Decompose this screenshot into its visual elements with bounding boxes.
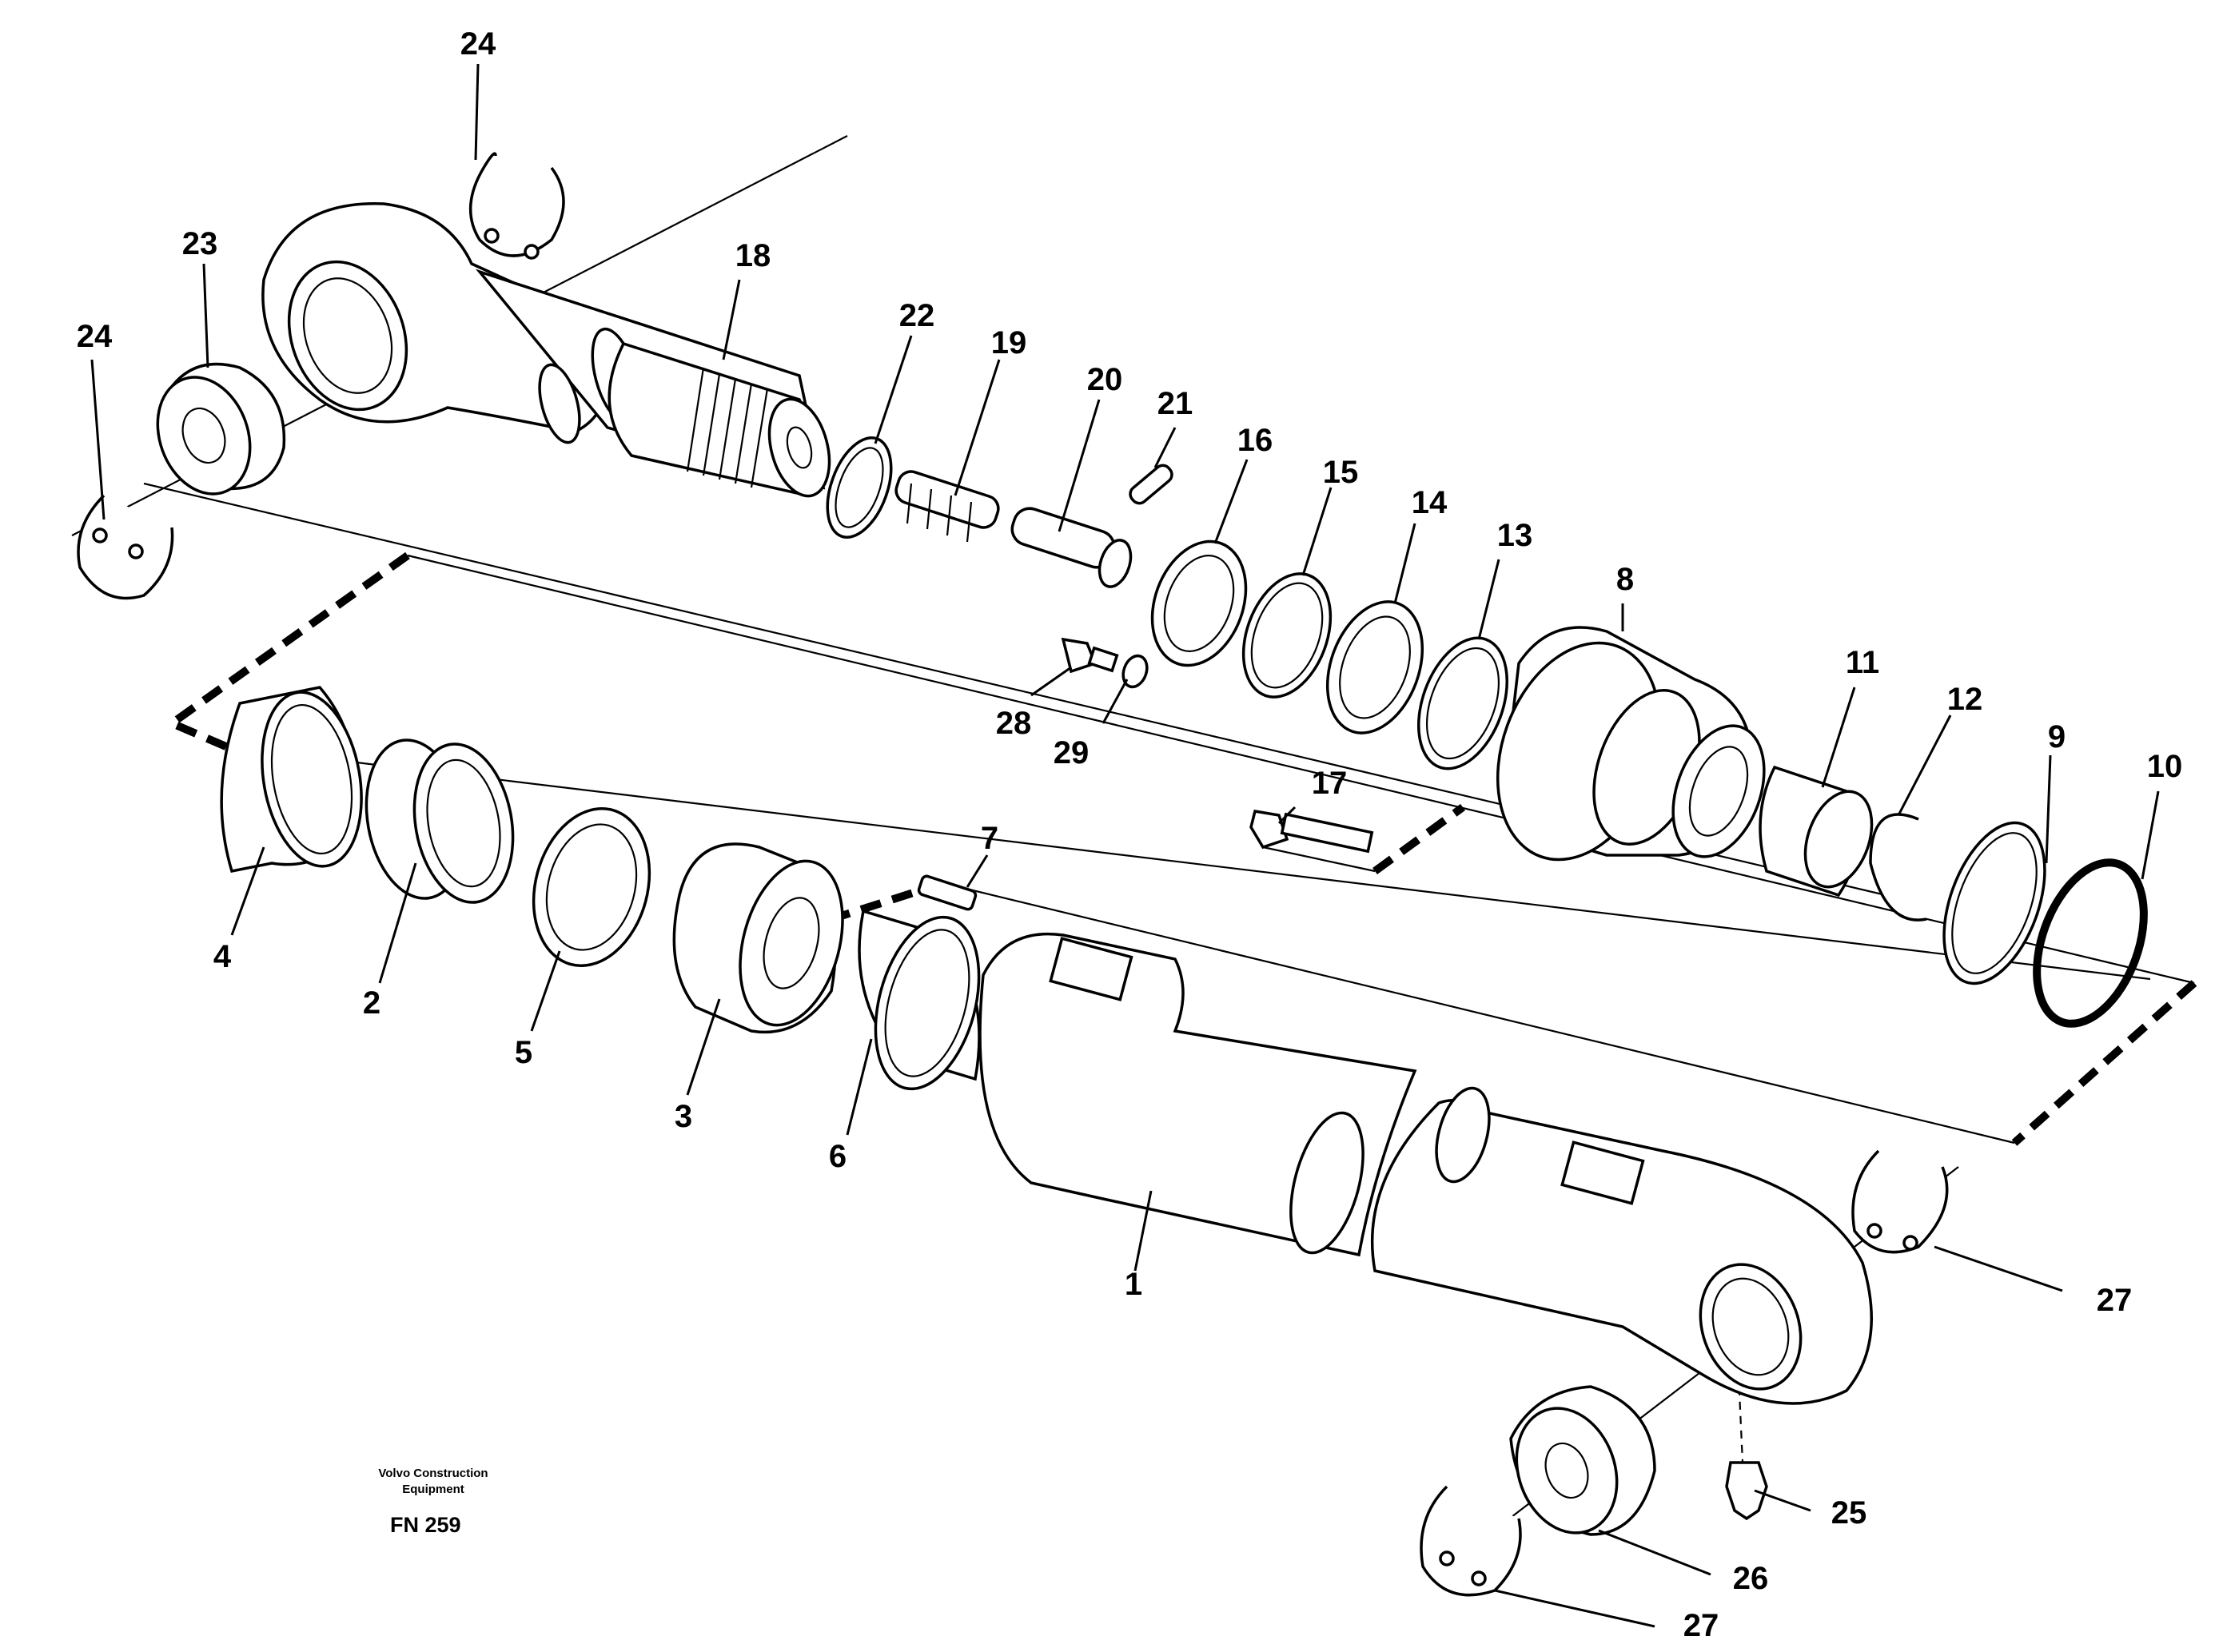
spring-stack-19 [894,470,1000,543]
callout-28: 28 [996,706,1032,741]
callout-27-right: 27 [2097,1283,2133,1318]
callout-8: 8 [1616,562,1634,597]
set-screw-7 [917,874,978,911]
circlip-lower-b [1420,1485,1522,1597]
wear-ring-4 [220,686,363,874]
callout-16: 16 [1237,423,1273,458]
grease-nipple-25 [1725,1461,1768,1521]
leader-lines [90,63,2160,1628]
callout-17: 17 [1312,766,1348,801]
callout-7: 7 [981,821,998,856]
callout-6: 6 [829,1139,847,1174]
piston-rod-thread-section [608,341,831,498]
wear-ring-9 [1942,821,2046,985]
callout-4: 4 [213,939,232,974]
spherical-bearing-upper [156,362,286,496]
callout-26: 26 [1733,1561,1769,1596]
publisher-line-2: Equipment [402,1483,464,1496]
callout-10: 10 [2147,749,2183,784]
callout-23: 23 [182,226,218,261]
callout-5: 5 [515,1035,532,1070]
bushing-11 [1759,765,1874,898]
spherical-bearing-lower [1509,1385,1656,1536]
callout-21: 21 [1157,386,1193,421]
callout-1: 1 [1125,1267,1142,1302]
piston-nut-3 [672,842,844,1034]
cylinder-head-8 [1496,626,1766,862]
callout-15: 15 [1323,455,1359,490]
washer-29 [1121,654,1149,689]
circlip-upper-b [77,494,174,600]
seal-ring-15 [1241,572,1333,699]
callout-13: 13 [1497,518,1533,553]
figure-code: FN 259 [390,1513,461,1537]
callout-19: 19 [991,325,1027,360]
callout-12: 12 [1947,682,1983,717]
callout-3: 3 [675,1099,692,1134]
roll-pin-21 [1129,464,1173,505]
callout-14: 14 [1412,485,1448,520]
snap-ring-12 [1869,813,1927,922]
callout-20: 20 [1087,362,1123,397]
callout-24-left: 24 [77,319,113,354]
circlip-lower-a [1851,1149,1949,1254]
bolt-17 [1249,810,1374,854]
callout-numbers: 1 2 3 4 5 6 7 8 9 10 11 12 13 14 15 16 1… [77,26,2183,1643]
o-ring-22 [826,436,893,539]
callout-18: 18 [735,238,771,273]
seal-ring-16 [1150,539,1248,667]
callout-22: 22 [899,298,935,333]
piston-2 [365,738,515,904]
seal-5 [532,806,651,968]
seal-10 [2033,858,2148,1028]
circlip-upper-a [468,152,565,260]
seal-ring-14 [1325,600,1424,734]
valve-pin-20 [1010,507,1133,588]
bolt-28 [1061,637,1119,674]
callout-27-bottom: 27 [1683,1608,1719,1643]
publisher-line-1: Volvo Construction [378,1467,488,1480]
callout-11: 11 [1846,645,1879,680]
callout-9: 9 [2048,719,2066,754]
figure-info: Volvo Construction Equipment FN 259 [378,1467,488,1537]
guide-ring-6 [858,909,981,1091]
callout-29: 29 [1054,735,1090,770]
callout-25: 25 [1831,1495,1867,1531]
callout-2: 2 [363,985,380,1021]
cylinder-tube-1 [978,932,1873,1405]
seal-ring-13 [1416,636,1509,770]
callout-24-top: 24 [460,26,496,62]
